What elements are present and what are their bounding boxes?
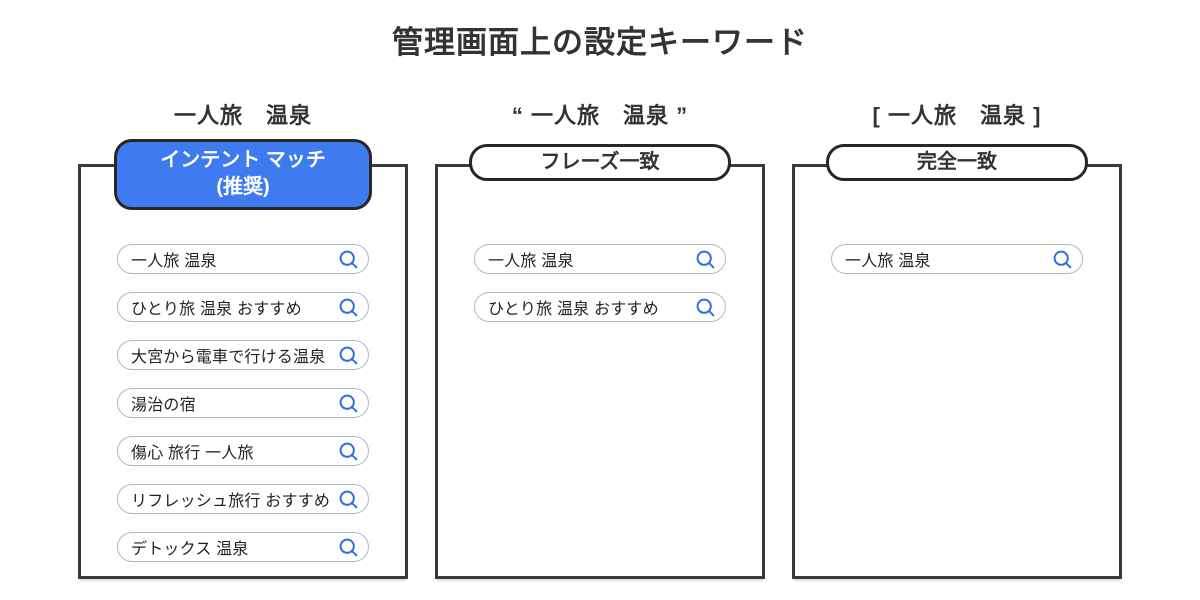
search-query-text: 湯治の宿: [131, 397, 196, 415]
search-icon: [696, 250, 715, 269]
keyword-label: 一人旅 温泉: [173, 103, 312, 129]
search-pill: リフレッシュ旅行 おすすめ: [117, 484, 369, 515]
column-intent-match: 一人旅 温泉 インテント マッチ (推奨) 一人旅 温泉 ひとり旅 温泉 おすす…: [78, 97, 408, 580]
search-pill: 大宮から電車で行ける温泉: [117, 340, 369, 371]
search-query-text: 傷心 旅行 一人旅: [131, 445, 254, 463]
search-query-text: ひとり旅 温泉 おすすめ: [488, 301, 659, 319]
search-query-text: 一人旅 温泉: [845, 253, 931, 271]
columns-row: 一人旅 温泉 インテント マッチ (推奨) 一人旅 温泉 ひとり旅 温泉 おすす…: [0, 97, 1200, 580]
badge-sublabel: (推奨): [216, 176, 270, 199]
search-icon: [339, 442, 358, 461]
search-pill: デトックス 温泉: [117, 532, 369, 563]
search-pill: 一人旅 温泉: [831, 244, 1083, 275]
search-icon: [339, 250, 358, 269]
search-query-text: 一人旅 温泉: [131, 253, 217, 271]
keyword-label: “ 一人旅 温泉 ”: [511, 103, 689, 129]
search-list: 一人旅 温泉: [795, 244, 1119, 275]
column-phrase-match: “ 一人旅 温泉 ” フレーズ一致 一人旅 温泉 ひとり旅 温泉 おすすめ: [435, 97, 765, 580]
badge-label: フレーズ一致: [540, 151, 660, 174]
search-icon: [339, 490, 358, 509]
search-pill: 傷心 旅行 一人旅: [117, 436, 369, 467]
search-query-text: ひとり旅 温泉 おすすめ: [131, 301, 302, 319]
intent-match-badge: インテント マッチ (推奨): [114, 139, 372, 211]
search-pill: ひとり旅 温泉 おすすめ: [117, 292, 369, 323]
search-query-text: リフレッシュ旅行 おすすめ: [131, 493, 331, 511]
match-examples-panel: 一人旅 温泉 ひとり旅 温泉 おすすめ 大宮から電車で行ける温泉 湯治の宿 傷心…: [78, 164, 408, 580]
column-exact-match: [ 一人旅 温泉 ] 完全一致 一人旅 温泉: [792, 97, 1122, 580]
search-query-text: 大宮から電車で行ける温泉: [131, 349, 326, 367]
search-pill: ひとり旅 温泉 おすすめ: [474, 292, 726, 323]
search-list: 一人旅 温泉 ひとり旅 温泉 おすすめ: [438, 244, 762, 323]
search-icon: [696, 298, 715, 317]
search-icon: [1053, 250, 1072, 269]
exact-match-badge: 完全一致: [826, 144, 1088, 182]
badge-label: 完全一致: [917, 151, 997, 174]
search-icon: [339, 346, 358, 365]
search-icon: [339, 538, 358, 557]
keyword-label: [ 一人旅 温泉 ]: [872, 103, 1042, 129]
search-query-text: 一人旅 温泉: [488, 253, 574, 271]
search-query-text: デトックス 温泉: [131, 541, 249, 559]
match-examples-panel: 一人旅 温泉 ひとり旅 温泉 おすすめ: [435, 164, 765, 580]
phrase-match-badge: フレーズ一致: [469, 144, 731, 182]
search-icon: [339, 394, 358, 413]
search-pill: 湯治の宿: [117, 388, 369, 419]
search-pill: 一人旅 温泉: [474, 244, 726, 275]
search-icon: [339, 298, 358, 317]
search-pill: 一人旅 温泉: [117, 244, 369, 275]
match-examples-panel: 一人旅 温泉: [792, 164, 1122, 580]
page-title: 管理画面上の設定キーワード: [392, 25, 808, 60]
badge-label: インテント マッチ: [160, 149, 326, 172]
search-list: 一人旅 温泉 ひとり旅 温泉 おすすめ 大宮から電車で行ける温泉 湯治の宿 傷心…: [81, 244, 405, 563]
